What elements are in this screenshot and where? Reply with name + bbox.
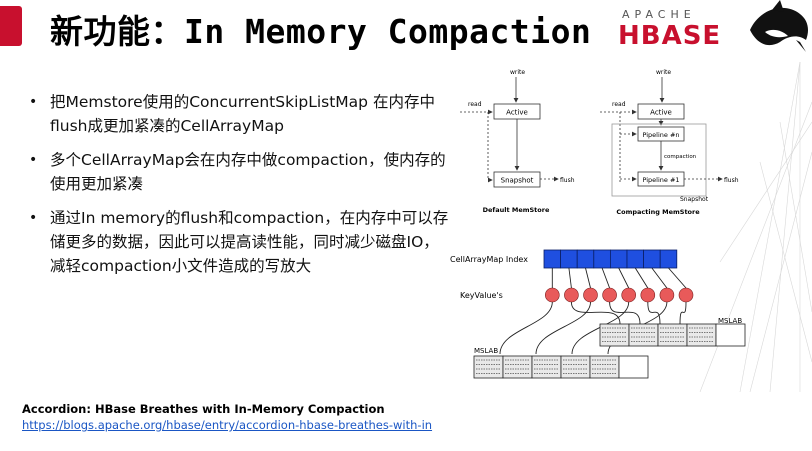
keyvalue-curve [647, 301, 661, 325]
cellarraymap-index-array [543, 249, 678, 269]
left-active-box: Active [506, 109, 528, 117]
bullet-item: • 通过In memory的flush和compaction，在内存中可以存储更多… [22, 206, 450, 278]
mslab-left-label: MSLAB [474, 347, 498, 355]
mslab-chunk [686, 323, 717, 347]
reference-title: Accordion: HBase Breathes with In-Memory… [22, 402, 385, 416]
mslab-chunk [599, 323, 630, 347]
right-read-label: read [612, 101, 626, 108]
keyvalue-ball [545, 287, 560, 303]
bullet-text: 把Memstore使用的ConcurrentSkipListMap 在内存中fl… [50, 93, 435, 135]
mslab-right-label: MSLAB [718, 317, 742, 325]
mslab-chunk [560, 355, 591, 379]
keyvalue-ball [602, 287, 617, 303]
default-memstore: write read Active Snapshot flush Default… [460, 69, 575, 214]
pipeline-1-box: Pipeline #1 [642, 176, 679, 184]
left-write-label: write [510, 69, 525, 76]
mslab-chunk [628, 323, 659, 347]
right-snapshot-label: Snapshot [680, 196, 709, 203]
logo-hbase-text: HBASE [618, 21, 721, 51]
bullet-text: 通过In memory的flush和compaction，在内存中可以存储更多的… [50, 209, 449, 275]
mslab-chunk [657, 323, 688, 347]
index-cell [659, 249, 678, 269]
index-pointer-line [601, 267, 611, 289]
bullet-list: • 把Memstore使用的ConcurrentSkipListMap 在内存中f… [22, 90, 450, 288]
keyvalue-curve [609, 301, 641, 325]
default-memstore-caption: Default MemStore [483, 206, 550, 214]
index-cell [593, 249, 611, 269]
index-cell [543, 249, 562, 269]
right-active-box: Active [650, 109, 672, 117]
memstore-diagram: write read Active Snapshot flush Default… [450, 62, 812, 392]
compacting-memstore-caption: Compacting MemStore [616, 208, 700, 216]
index-cell [643, 249, 661, 269]
keyvalue-curve [679, 301, 687, 325]
bullet-item: • 多个CellArrayMap会在内存中做compaction，使内存的使用更加… [22, 148, 450, 196]
index-pointer-line [634, 267, 649, 289]
mslab-right-block [599, 323, 746, 347]
index-pointer-line [651, 267, 668, 289]
orca-icon [750, 0, 808, 52]
mslab-left-block [473, 355, 649, 379]
keyvalue-ball [659, 287, 675, 303]
bullet-item: • 把Memstore使用的ConcurrentSkipListMap 在内存中f… [22, 90, 450, 138]
right-flush-label: flush [724, 177, 739, 184]
keyvalues-label: KeyValue's [460, 291, 503, 300]
title-accent-bar [0, 6, 22, 46]
keyvalue-curve [535, 301, 591, 355]
bullet-text: 多个CellArrayMap会在内存中做compaction，使内存的使用更加紧… [50, 151, 446, 193]
keyvalue-ball [640, 287, 656, 303]
index-cell [560, 249, 578, 269]
keyvalue-curve [499, 301, 553, 355]
right-write-label: write [656, 69, 671, 76]
bullet-dot-icon: • [29, 210, 38, 226]
pipeline-n-box: Pipeline #n [642, 131, 679, 139]
index-cell [626, 249, 645, 269]
index-pointer-line [568, 267, 572, 289]
keyvalue-ball [621, 287, 636, 303]
left-read-label: read [468, 101, 482, 108]
mslab-chunk [618, 355, 649, 379]
index-pointer-line [668, 267, 687, 289]
index-pointer-line [585, 267, 591, 289]
logo-apache-text: APACHE [622, 8, 696, 21]
cellarraymap-index-label: CellArrayMap Index [450, 255, 528, 264]
keyvalue-ball [678, 287, 694, 303]
mslab-chunk [589, 355, 620, 379]
mslab-chunk [715, 323, 746, 347]
index-pointer-line [618, 267, 630, 289]
index-cell [576, 249, 595, 269]
mslab-chunk [502, 355, 533, 379]
mslab-chunk [473, 355, 504, 379]
left-flush-label: flush [560, 177, 575, 184]
bullet-dot-icon: • [29, 152, 38, 168]
bullet-dot-icon: • [29, 94, 38, 110]
cellarraymap-diagram: CellArrayMap Index KeyValue's MSLAB MSLA… [450, 249, 746, 379]
index-cell [609, 249, 628, 269]
reference-link[interactable]: https://blogs.apache.org/hbase/entry/acc… [22, 418, 433, 432]
keyvalue-ball [564, 287, 579, 303]
compacting-memstore: write read Active Pipeline #n compaction… [600, 69, 739, 216]
compaction-label: compaction [664, 154, 697, 160]
background-fan-lines [699, 62, 812, 392]
slide-title: 新功能：In Memory Compaction [50, 12, 592, 51]
mslab-chunk [531, 355, 562, 379]
keyvalue-ball [583, 287, 598, 303]
left-snapshot-box: Snapshot [501, 177, 534, 185]
keyvalue-balls [545, 287, 694, 303]
apache-hbase-logo: APACHE HBASE [618, 0, 808, 52]
